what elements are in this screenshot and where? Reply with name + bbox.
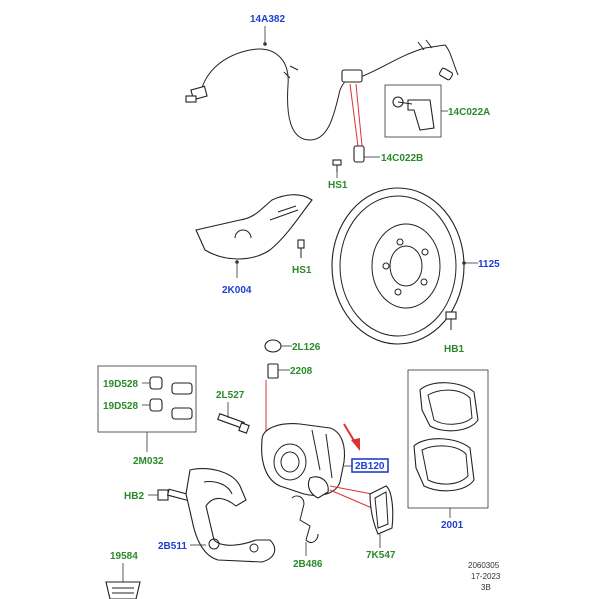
red-leader-a [349,83,359,147]
leader-dot [235,260,239,264]
pad-shim[interactable] [369,485,394,535]
callout-hb1[interactable]: HB1 [444,344,464,355]
caliper-highlight-frame [351,458,389,473]
guide-pin-boot-upper[interactable] [149,376,193,395]
callout-7K547[interactable]: 7K547 [366,550,396,561]
pad-kit-frame [407,369,489,509]
red-leader-b [355,83,363,147]
callout-2001[interactable]: 2001 [441,520,464,531]
red-leader-shim-b [329,489,373,509]
bleed-cap[interactable] [264,339,282,353]
leader-dot [462,261,466,265]
callout-19584[interactable]: 19584 [110,551,138,562]
brake-disc[interactable] [331,187,465,345]
footer-ref-line-1: 2060305 [468,561,500,570]
callout-2B120[interactable]: 2B120 [355,461,385,472]
callout-2B511[interactable]: 2B511 [158,541,187,552]
footer-ref-line-2: 17-2023 [471,572,501,581]
callout-2M032[interactable]: 2M032 [133,456,164,467]
clip-14C022B[interactable] [353,145,365,163]
anti-rattle-spring[interactable] [291,495,319,543]
bracket-frame [384,84,442,138]
guide-kit-frame [97,365,197,433]
callout-14C022B[interactable]: 14C022B [381,153,423,164]
callout-2L527[interactable]: 2L527 [216,390,245,401]
bolt-hs1-top[interactable] [332,159,342,172]
caliper-carrier[interactable] [185,468,276,563]
callout-1125[interactable]: 1125 [478,259,500,270]
callout-2208[interactable]: 2208 [290,366,313,377]
callout-2B486[interactable]: 2B486 [293,559,323,570]
callout-19D528-a[interactable]: 19D528 [103,379,138,390]
callout-14C022A[interactable]: 14C022A [448,107,490,118]
callout-19D528-b[interactable]: 19D528 [103,401,138,412]
bolt-hb1[interactable] [445,311,457,330]
callout-hb2[interactable]: HB2 [124,491,144,502]
callout-hs1-mid[interactable]: HS1 [292,265,312,276]
pointer-arrow [343,423,360,451]
grease-sachet[interactable] [105,581,141,599]
callout-2L126[interactable]: 2L126 [292,342,321,353]
bolt-hs1-mid[interactable] [297,239,305,258]
brake-pad-lower[interactable] [413,438,475,492]
brake-pad-upper[interactable] [419,382,479,432]
callout-2K004[interactable]: 2K004 [222,285,252,296]
bolt-hb2[interactable] [157,488,192,502]
bracket-14C022A[interactable] [392,96,435,131]
leader-dot [263,42,267,46]
guide-pin[interactable] [217,413,250,434]
brake-caliper[interactable] [261,423,346,499]
footer-ref-line-3: 3B [481,583,491,592]
wheel-speed-sensor-harness[interactable] [185,39,459,141]
splash-shield[interactable] [195,194,313,260]
callout-14A382[interactable]: 14A382 [250,14,285,25]
bleed-screw[interactable] [267,363,279,379]
callout-hs1-top[interactable]: HS1 [328,180,348,191]
red-leader-shim-a [329,485,373,495]
guide-pin-boot-lower[interactable] [149,398,193,420]
